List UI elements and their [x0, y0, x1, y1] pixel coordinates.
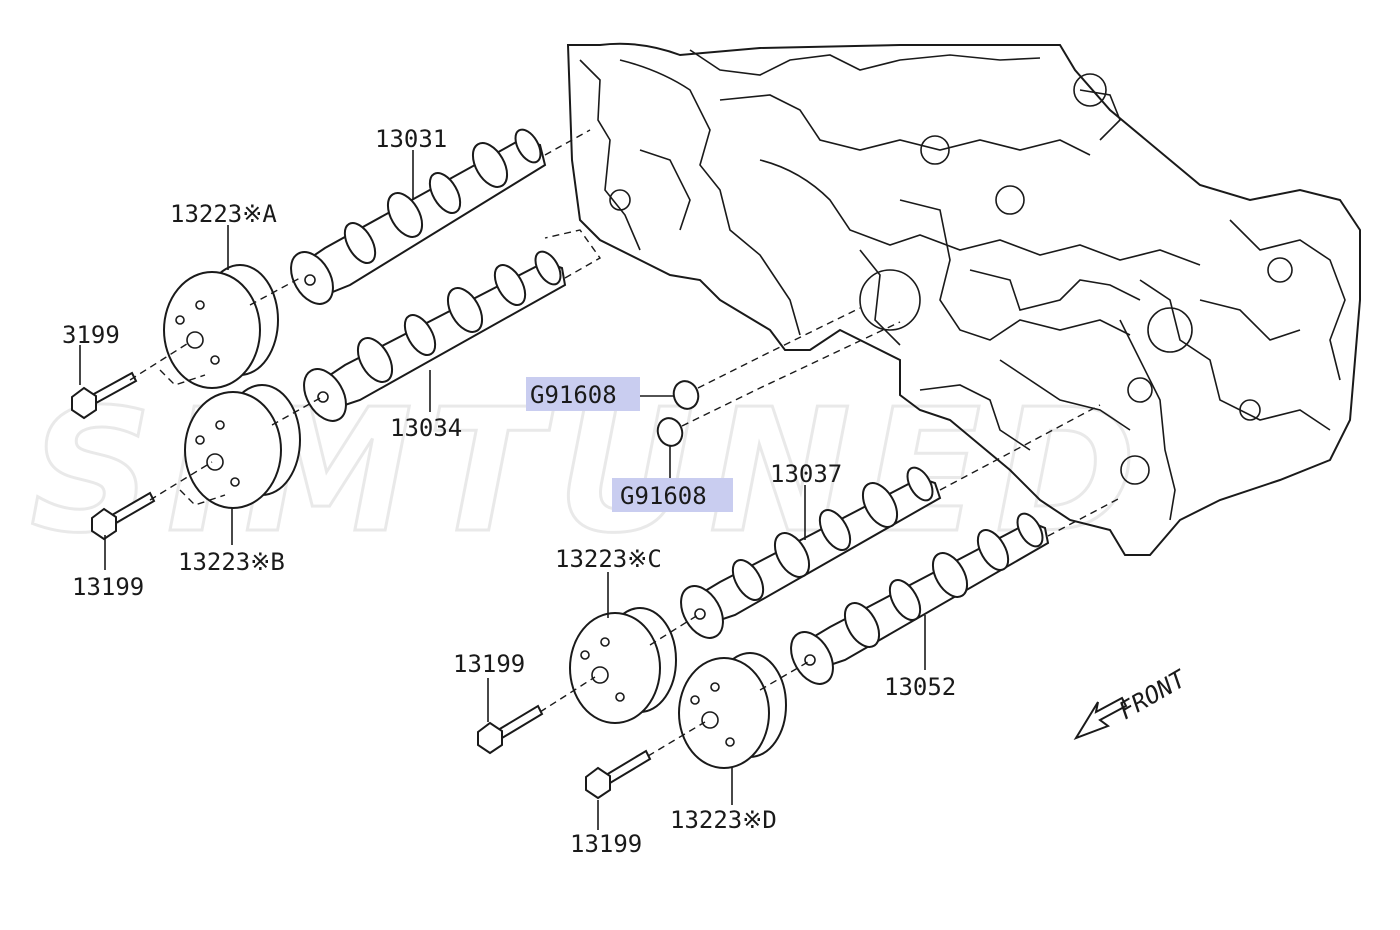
cam-sprocket-13223-a	[163, 264, 279, 389]
label-13031: 13031	[375, 125, 447, 153]
cam-sprocket-13223-b	[184, 384, 301, 509]
camshaft-13052	[790, 512, 1050, 685]
cylinder-head	[566, 42, 1361, 556]
highlight-g91608-upper	[526, 377, 640, 411]
label-13223-b: 13223※B	[178, 548, 285, 576]
leader-lines	[79, 150, 926, 830]
label-13034: 13034	[390, 414, 462, 442]
label-13199-upper: 13199	[72, 573, 144, 601]
camshaft-13037	[680, 466, 942, 639]
label-13223-c: 13223※C	[555, 545, 662, 573]
label-13037: 13037	[770, 460, 842, 488]
bolt-13199-middle	[477, 704, 544, 755]
highlight-g91608-lower	[612, 478, 733, 512]
cam-sprocket-13223-c	[569, 607, 677, 724]
gasket-upper	[672, 380, 700, 410]
gasket-lower	[656, 417, 684, 447]
label-13199-middle: 13199	[453, 650, 525, 678]
label-13223-a: 13223※A	[170, 200, 277, 228]
bolt-13199-lower	[585, 749, 652, 800]
label-g91608-lower: G91608	[620, 482, 707, 510]
label-13223-d: 13223※D	[670, 806, 777, 834]
label-13199-lower: 13199	[570, 830, 642, 858]
bolt-13199-upper	[91, 491, 156, 541]
front-indicator: FRONT	[1073, 664, 1192, 740]
cam-sprocket-13223-d	[678, 652, 787, 769]
front-arrow-icon	[1073, 696, 1128, 740]
camshaft-13031	[290, 128, 547, 305]
camshaft-13034	[303, 250, 567, 422]
label-13052: 13052	[884, 673, 956, 701]
assembly-lines	[129, 129, 1121, 757]
label-3199: 3199	[62, 321, 120, 349]
front-label: FRONT	[1114, 664, 1192, 725]
bolt-3199	[71, 371, 138, 420]
label-g91608-upper: G91608	[530, 381, 617, 409]
